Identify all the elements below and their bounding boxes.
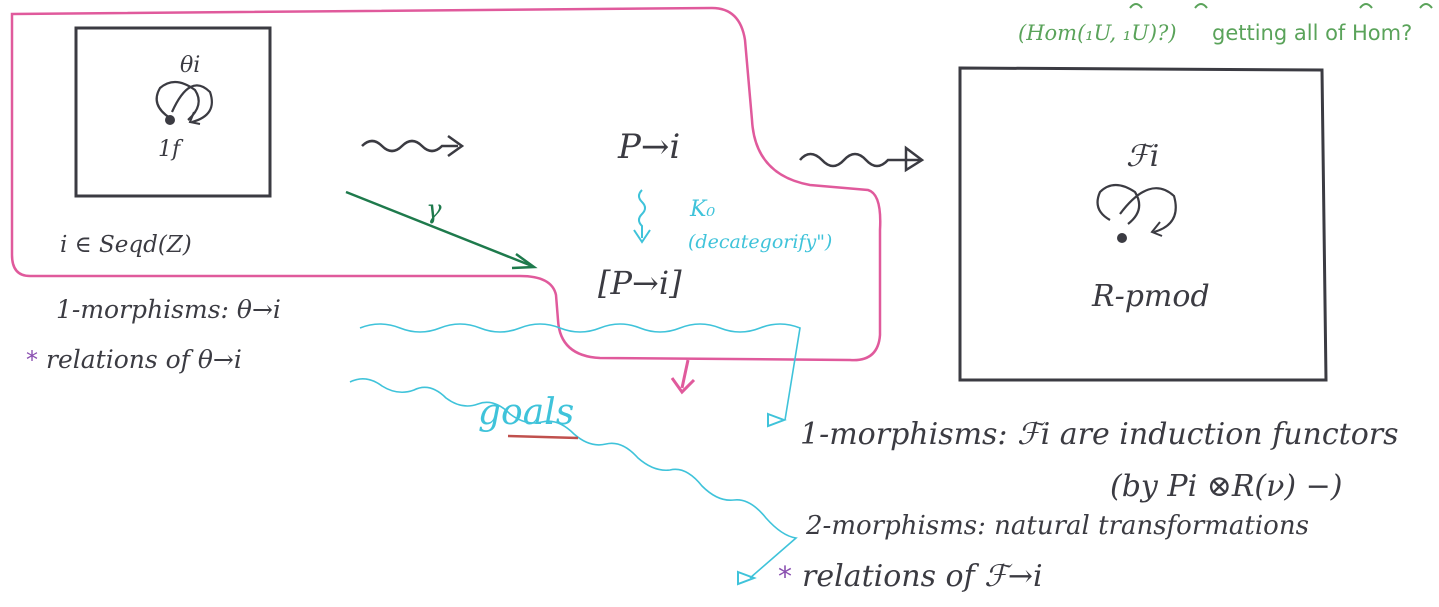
right-box — [958, 66, 1328, 382]
bottom-line-3: 2-morphisms: natural transformations — [805, 511, 1309, 541]
top-note-hom: (Hom(₁U, ₁U)?) — [1018, 21, 1177, 45]
goals-label: goals — [478, 392, 574, 433]
k0-label: K₀ — [689, 197, 715, 222]
gamma-arrow — [345, 190, 538, 270]
left-star: * — [26, 346, 38, 374]
decategorify-label: (decategorify") — [688, 231, 832, 253]
bottom-star: * — [778, 560, 792, 593]
top-note: (Hom(₁U, ₁U)?) getting all of Hom? — [1018, 3, 1433, 45]
squiggle-arrow-right — [799, 145, 925, 173]
left-morphisms-line: 1-morphisms: θ→i — [56, 295, 281, 324]
bottom-line-2: (by Pi ⊗R(ν) −) — [1110, 469, 1342, 504]
top-note-question: getting all of Hom? — [1212, 21, 1412, 45]
rmod-label: R-pmod — [1091, 279, 1210, 314]
dot-label: 1f — [158, 137, 184, 162]
bracket-p-label: [P→i] — [598, 264, 682, 302]
goals-arrows — [349, 323, 801, 586]
squiggle-arrow-left — [361, 134, 465, 158]
theta-label: θi — [180, 53, 200, 78]
p-label: P→i — [617, 127, 680, 167]
f-label: ℱi — [1126, 139, 1159, 174]
gamma-label: γ — [426, 195, 442, 225]
bottom-line-1: 1-morphisms: ℱi are induction functors — [800, 417, 1399, 452]
element-label: i ∈ Seqd(Z) — [60, 232, 192, 258]
k0-arrow — [633, 189, 651, 244]
bottom-line-4: relations of ℱ→i — [802, 559, 1043, 594]
pink-arrow — [670, 359, 696, 395]
pink-region-outline — [10, 6, 882, 362]
left-box — [74, 26, 272, 198]
left-relations-line: relations of θ→i — [46, 345, 242, 374]
